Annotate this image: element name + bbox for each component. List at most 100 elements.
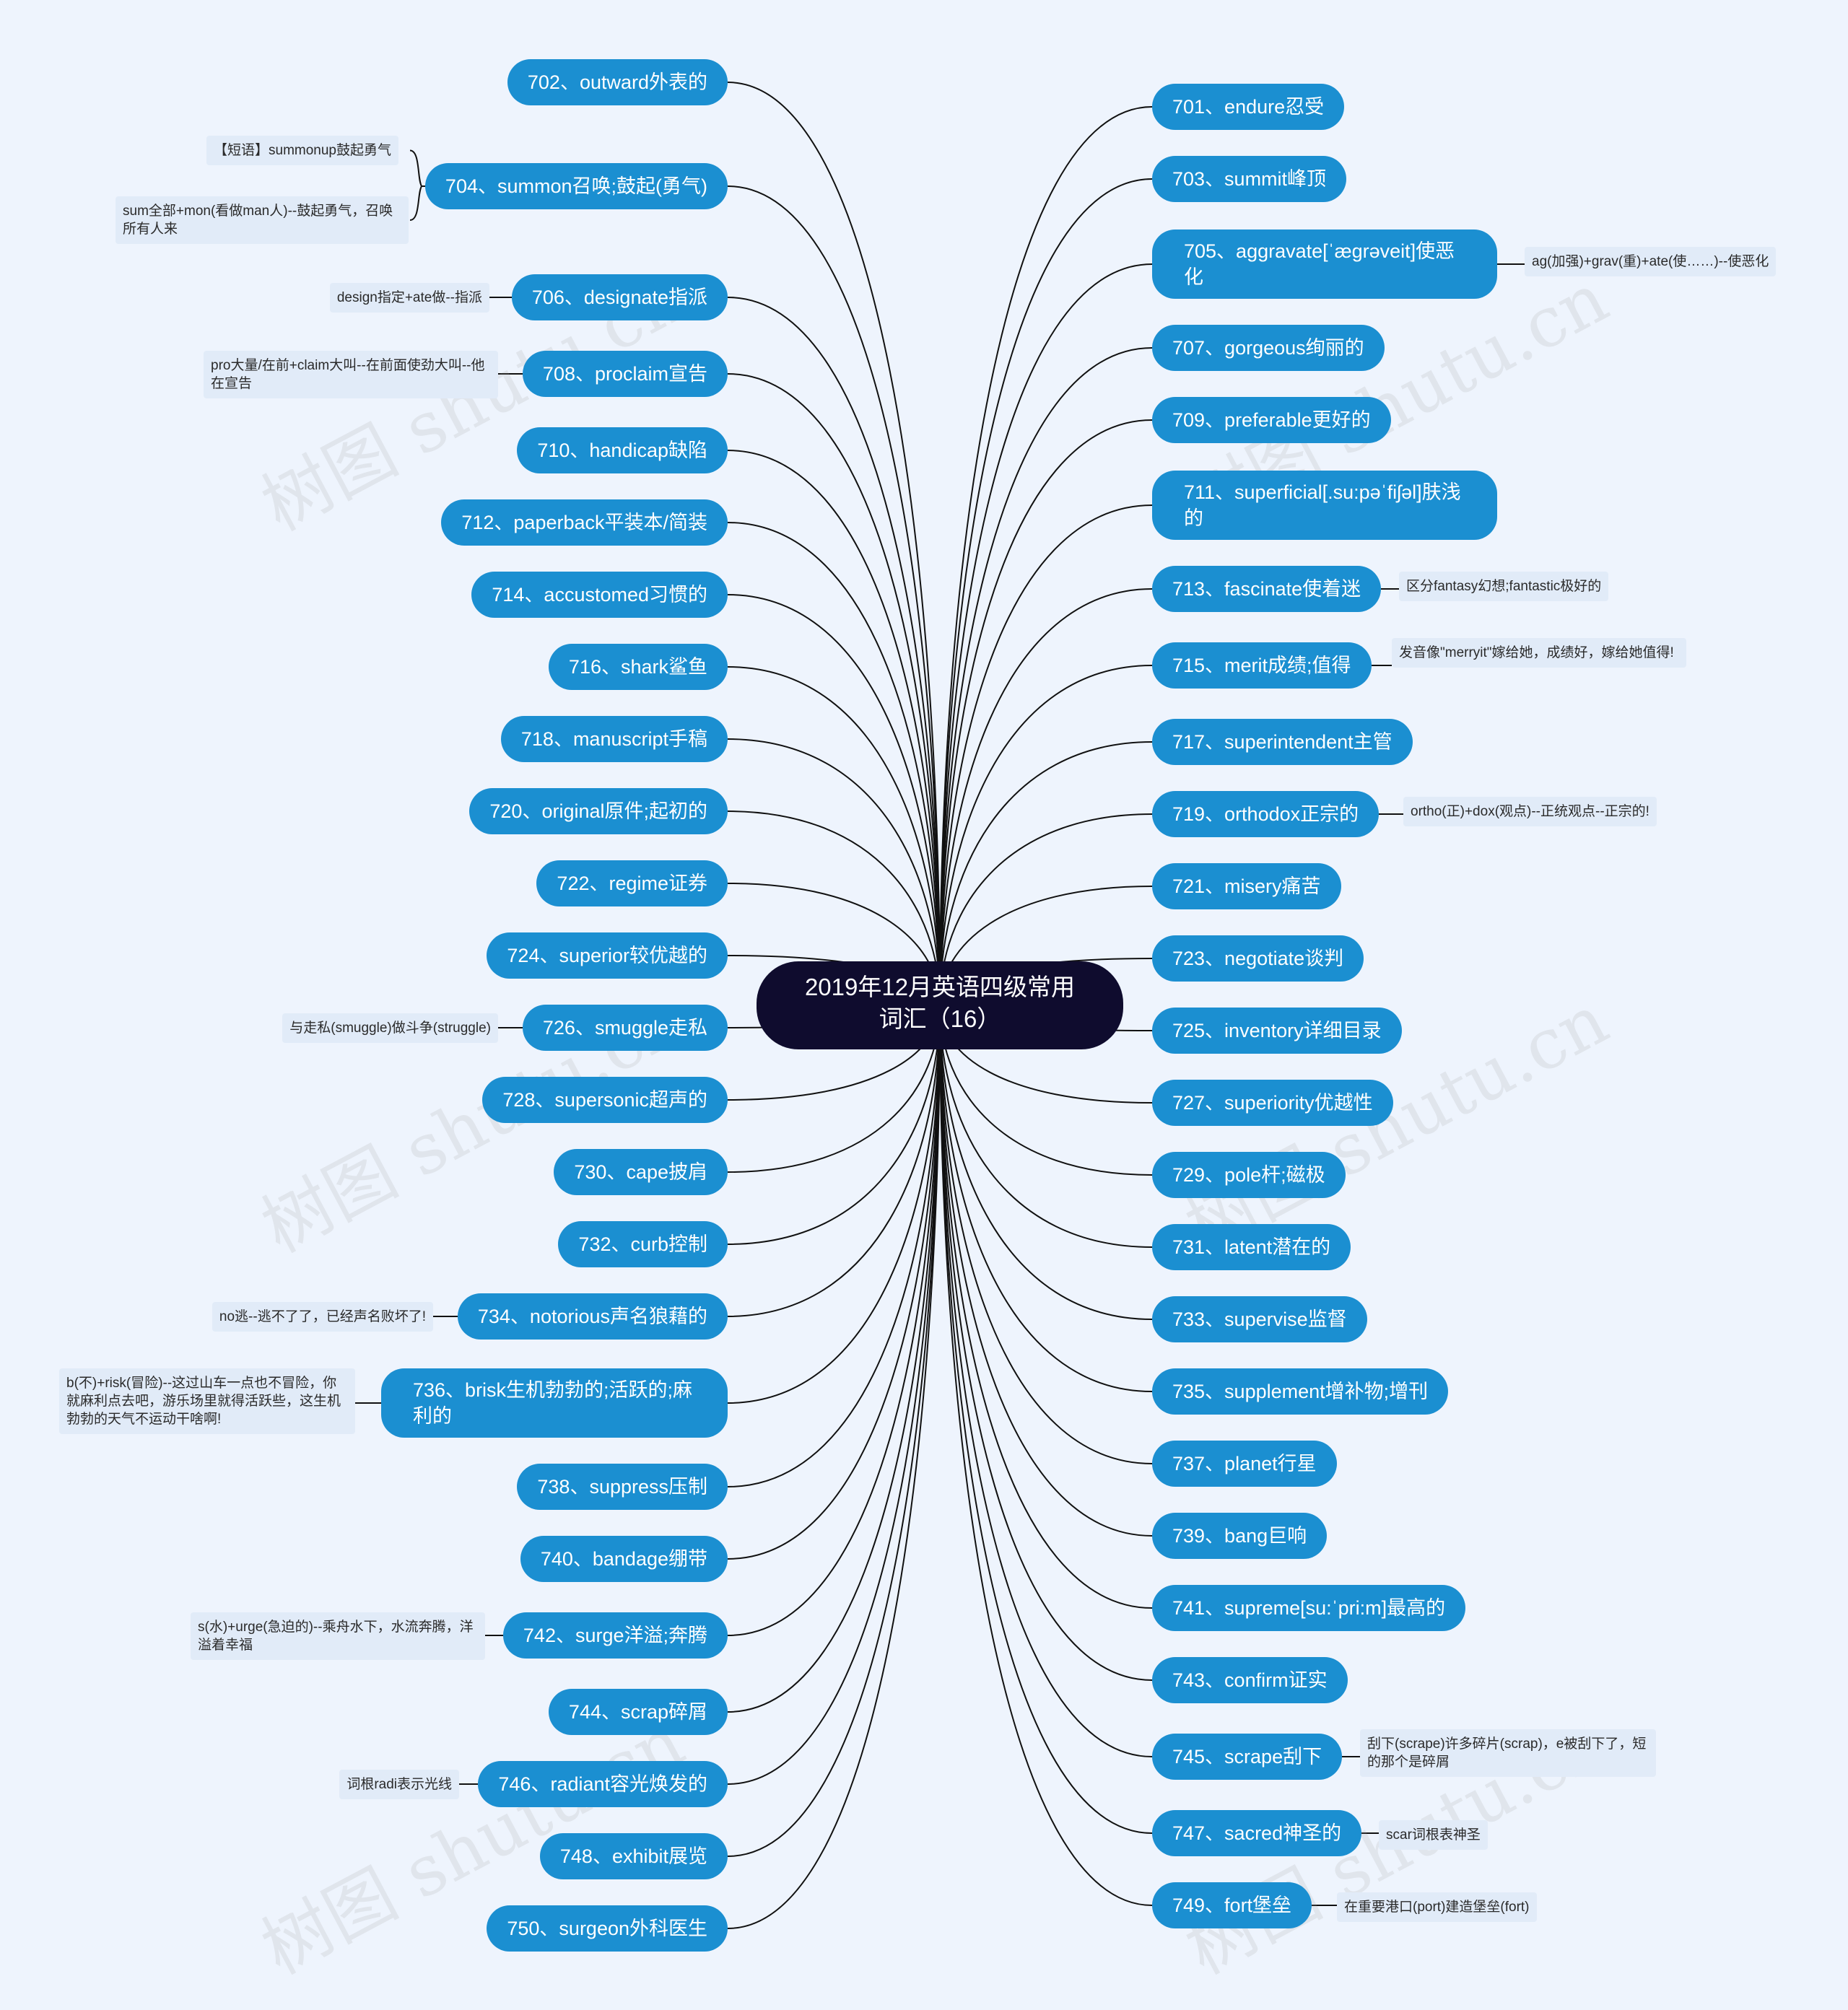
topic-736[interactable]: 736、brisk生机勃勃的;活跃的;麻利的 — [381, 1368, 728, 1438]
connector-n707 — [939, 347, 1153, 1006]
connector-n731 — [939, 1005, 1153, 1248]
note-713: 区分fantasy幻想;fantastic极好的 — [1399, 572, 1609, 601]
topic-709[interactable]: 709、preferable更好的 — [1152, 397, 1391, 443]
connector-n733 — [939, 1005, 1153, 1320]
note-708: pro大量/在前+claim大叫--在前面使劲大叫--他在宣告 — [204, 351, 498, 398]
topic-738[interactable]: 738、suppress压制 — [517, 1464, 728, 1510]
connector-n702 — [727, 82, 941, 1006]
topic-711[interactable]: 711、superficial[.su:pəˈfiʃəl]肤浅的 — [1152, 471, 1497, 540]
connector-n732 — [727, 1005, 941, 1245]
connector-n704 — [727, 185, 941, 1006]
note-719: ortho(正)+dox(观点)--正统观点--正宗的! — [1403, 797, 1657, 826]
topic-734[interactable]: 734、notorious声名狼藉的 — [457, 1293, 728, 1340]
connector-n739 — [939, 1005, 1153, 1537]
connector-n748 — [727, 1005, 941, 1857]
topic-703[interactable]: 703、summit峰顶 — [1152, 156, 1347, 202]
topic-742[interactable]: 742、surge洋溢;奔腾 — [502, 1612, 728, 1659]
topic-746[interactable]: 746、radiant容光焕发的 — [478, 1761, 728, 1807]
topic-720[interactable]: 720、original原件;起初的 — [469, 788, 728, 834]
connector-n743 — [939, 1005, 1153, 1681]
connector-n744 — [727, 1005, 941, 1713]
connector-n710 — [727, 450, 941, 1006]
connector-n736 — [727, 1005, 941, 1404]
connector-n708 — [727, 373, 941, 1006]
topic-713[interactable]: 713、fascinate使着迷 — [1152, 566, 1382, 612]
note-705: ag(加强)+grav(重)+ate(使……)--使恶化 — [1525, 247, 1777, 276]
topic-732[interactable]: 732、curb控制 — [558, 1221, 728, 1267]
topic-741[interactable]: 741、supreme[su:ˈpri:m]最高的 — [1152, 1585, 1466, 1631]
root-topic-line2: 词汇（16） — [879, 1005, 1001, 1032]
note-736: b(不)+risk(冒险)--这过山车一点也不冒险，你就麻利点去吧，游乐场里就得… — [59, 1368, 355, 1434]
bracket-704 — [409, 149, 423, 221]
topic-701[interactable]: 701、endure忍受 — [1152, 84, 1345, 130]
topic-705[interactable]: 705、aggravate[ˈæɡrəveit]使恶化 — [1152, 230, 1497, 299]
connector-n716 — [727, 666, 941, 1006]
topic-715[interactable]: 715、merit成绩;值得 — [1152, 642, 1372, 689]
topic-727[interactable]: 727、superiority优越性 — [1152, 1080, 1393, 1126]
topic-717[interactable]: 717、superintendent主管 — [1152, 719, 1413, 765]
connector-n742 — [727, 1005, 941, 1636]
topic-710[interactable]: 710、handicap缺陷 — [517, 427, 728, 473]
topic-737[interactable]: 737、planet行星 — [1152, 1441, 1337, 1487]
topic-718[interactable]: 718、manuscript手稿 — [500, 716, 728, 762]
topic-725[interactable]: 725、inventory详细目录 — [1152, 1008, 1402, 1054]
connector-n701 — [939, 106, 1153, 1006]
topic-712[interactable]: 712、paperback平装本/简装 — [441, 499, 728, 546]
topic-704[interactable]: 704、summon召唤;鼓起(勇气) — [424, 163, 728, 209]
connector-n749 — [939, 1005, 1153, 1906]
connector-n737 — [939, 1005, 1153, 1464]
connector-n717 — [939, 741, 1153, 1006]
connector-n745 — [939, 1005, 1153, 1757]
connector-n741 — [939, 1005, 1153, 1609]
topic-722[interactable]: 722、regime证券 — [536, 860, 728, 906]
topic-744[interactable]: 744、scrap碎屑 — [548, 1689, 728, 1735]
topic-740[interactable]: 740、bandage绷带 — [520, 1536, 728, 1582]
note-747: scar词根表神圣 — [1379, 1820, 1488, 1850]
topic-729[interactable]: 729、pole杆;磁极 — [1152, 1152, 1346, 1198]
topic-702[interactable]: 702、outward外表的 — [507, 59, 728, 105]
connector-n712 — [727, 522, 941, 1006]
topic-706[interactable]: 706、designate指派 — [511, 274, 728, 320]
note-704-etymology: sum全部+mon(看做man人)--鼓起勇气，召唤所有人来 — [116, 196, 409, 244]
topic-735[interactable]: 735、supplement增补物;增刊 — [1152, 1368, 1449, 1415]
topic-728[interactable]: 728、supersonic超声的 — [482, 1077, 728, 1123]
note-706: design指定+ate做--指派 — [329, 283, 489, 313]
topic-716[interactable]: 716、shark鲨鱼 — [548, 644, 728, 690]
topic-721[interactable]: 721、misery痛苦 — [1152, 863, 1341, 909]
topic-730[interactable]: 730、cape披肩 — [554, 1149, 728, 1195]
connector-n713 — [939, 588, 1153, 1006]
connector-n746 — [727, 1005, 941, 1785]
topic-708[interactable]: 708、proclaim宣告 — [522, 351, 728, 397]
topic-726[interactable]: 726、smuggle走私 — [522, 1005, 728, 1051]
topic-749[interactable]: 749、fort堡垒 — [1152, 1882, 1312, 1928]
connector-n735 — [939, 1005, 1153, 1392]
topic-707[interactable]: 707、gorgeous绚丽的 — [1152, 325, 1385, 371]
connector-n703 — [939, 178, 1153, 1006]
connector-n734 — [727, 1005, 941, 1317]
topic-714[interactable]: 714、accustomed习惯的 — [471, 572, 728, 618]
root-topic[interactable]: 2019年12月英语四级常用 词汇（16） — [757, 961, 1123, 1049]
topic-743[interactable]: 743、confirm证实 — [1152, 1657, 1348, 1703]
note-745: 刮下(scrape)许多碎片(scrap)，e被刮下了，短的那个是碎屑 — [1360, 1729, 1656, 1777]
note-704-phrase: 【短语】summonup鼓起勇气 — [206, 136, 398, 165]
note-715: 发音像"merryit"嫁给她，成绩好，嫁给她值得! — [1392, 638, 1686, 668]
connector-n750 — [727, 1005, 941, 1929]
topic-731[interactable]: 731、latent潜在的 — [1152, 1224, 1351, 1270]
note-726: 与走私(smuggle)做斗争(struggle) — [282, 1013, 498, 1043]
topic-747[interactable]: 747、sacred神圣的 — [1152, 1810, 1362, 1856]
connector-n705 — [939, 263, 1153, 1006]
topic-723[interactable]: 723、negotiate谈判 — [1152, 935, 1364, 982]
connector-n709 — [939, 419, 1153, 1006]
note-742: s(水)+urge(急迫的)--乘舟水下，水流奔腾，洋溢着幸福 — [191, 1612, 485, 1660]
topic-748[interactable]: 748、exhibit展览 — [539, 1833, 728, 1879]
topic-719[interactable]: 719、orthodox正宗的 — [1152, 791, 1380, 837]
topic-724[interactable]: 724、superior较优越的 — [487, 932, 728, 979]
topic-745[interactable]: 745、scrape刮下 — [1152, 1734, 1343, 1780]
connector-n711 — [939, 504, 1153, 1006]
topic-739[interactable]: 739、bang巨响 — [1152, 1513, 1328, 1559]
topic-750[interactable]: 750、surgeon外科医生 — [487, 1905, 728, 1952]
connector-n718 — [727, 738, 941, 1006]
note-734: no逃--逃不了了，已经声名败坏了! — [212, 1302, 433, 1332]
topic-733[interactable]: 733、supervise监督 — [1152, 1296, 1367, 1342]
